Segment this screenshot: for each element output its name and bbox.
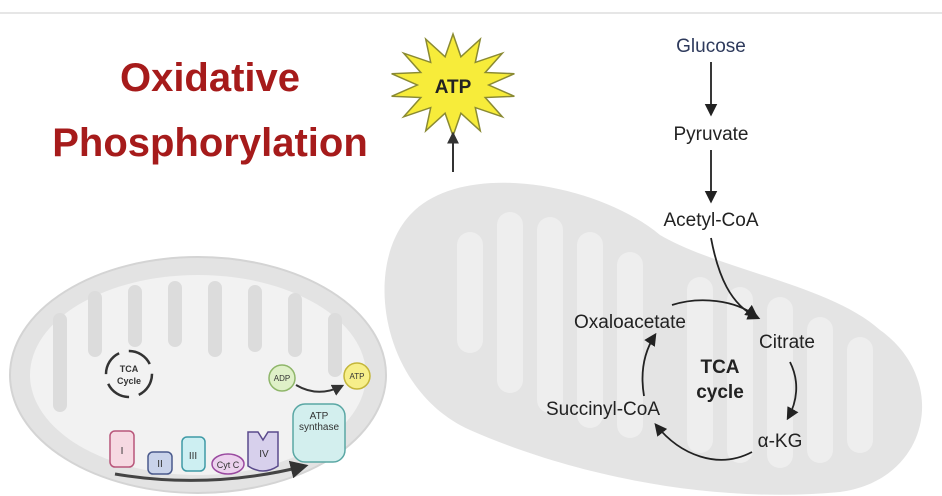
complex-iv bbox=[247, 431, 279, 472]
atp-molecule bbox=[343, 362, 371, 390]
synthase-label-line2: synthase bbox=[299, 422, 339, 433]
complex-i bbox=[109, 430, 135, 468]
synthase-label-line1: ATP bbox=[310, 411, 329, 422]
proton-flow-arrow bbox=[114, 460, 309, 482]
complex-iii bbox=[181, 436, 206, 472]
atp-burst-label: ATP bbox=[435, 77, 472, 98]
tca-small-line1: TCA bbox=[120, 364, 139, 374]
pyruvate-label: Pyruvate bbox=[674, 124, 749, 145]
oxaloacetate-to-citrate-arrow bbox=[671, 299, 759, 318]
pathway-arrows bbox=[641, 62, 799, 461]
tca-small-line2: Cycle bbox=[117, 376, 141, 386]
tca-cycle-icon: TCA Cycle bbox=[104, 349, 154, 399]
akg-to-succinyl-arrow bbox=[654, 423, 753, 461]
complex-ii bbox=[147, 451, 173, 475]
complex-iii-label: III bbox=[189, 451, 197, 462]
atp-burst-icon: ATP bbox=[391, 31, 515, 172]
succinyl-to-oxaloacetate-arrow bbox=[641, 332, 657, 397]
small-mitochondrion bbox=[9, 256, 387, 494]
adp-atp-conversion: ADP ATP bbox=[268, 362, 371, 396]
tca-cycle-label-line1: TCA bbox=[700, 357, 739, 378]
succinyl-coa-label: Succinyl-CoA bbox=[546, 399, 660, 420]
adp-molecule bbox=[268, 364, 296, 392]
top-divider bbox=[0, 12, 942, 14]
alpha-kg-label: α-KG bbox=[758, 431, 803, 452]
page-title-line1: Oxidative bbox=[119, 56, 301, 100]
adp-to-atp-arrow bbox=[295, 384, 345, 396]
complex-i-label: I bbox=[121, 446, 124, 457]
cyt-c-label: Cyt C bbox=[217, 460, 240, 470]
electron-transport-chain: I II III Cyt C IV bbox=[109, 430, 309, 482]
atp-synthase: ATP synthase bbox=[292, 403, 346, 463]
citrate-to-akg-arrow bbox=[786, 361, 799, 421]
page-title-line2: Phosphorylation bbox=[52, 121, 368, 165]
citrate-label: Citrate bbox=[759, 332, 815, 353]
complex-iv-label: IV bbox=[259, 449, 269, 460]
atp-small-label: ATP bbox=[350, 372, 365, 381]
glucose-label: Glucose bbox=[676, 36, 746, 57]
cyt-c bbox=[211, 453, 245, 475]
acetyl-coa-label: Acetyl-CoA bbox=[663, 210, 758, 231]
complex-ii-label: II bbox=[157, 459, 163, 470]
adp-label: ADP bbox=[274, 374, 290, 383]
oxaloacetate-label: Oxaloacetate bbox=[574, 312, 686, 333]
tca-cycle-label-line2: cycle bbox=[696, 382, 744, 403]
